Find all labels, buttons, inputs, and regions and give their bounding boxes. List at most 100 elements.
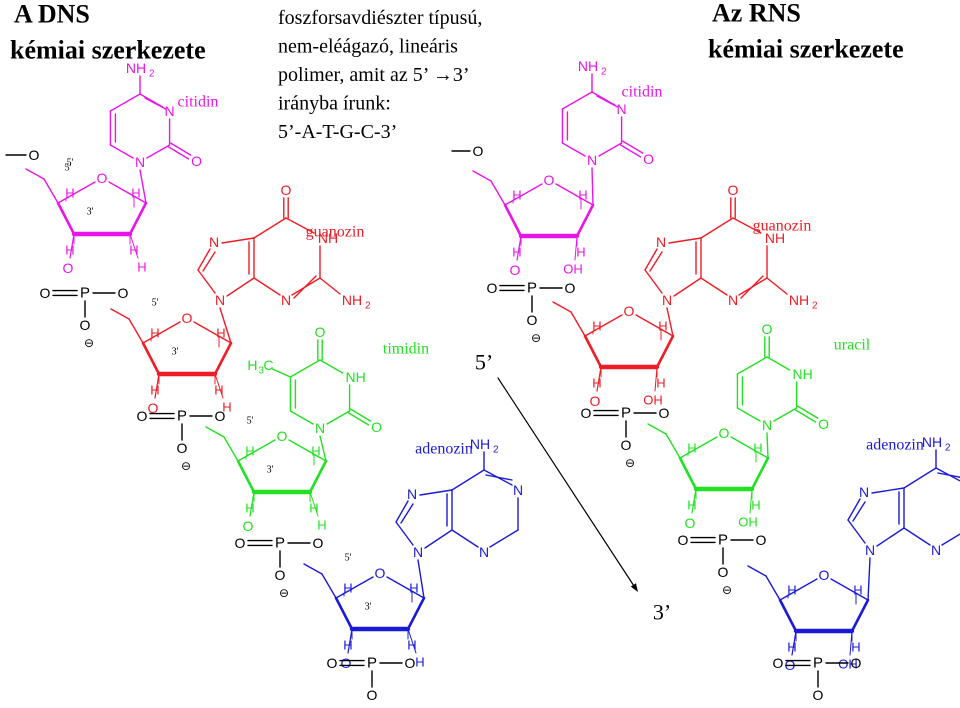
bond xyxy=(226,277,255,297)
methyl-c: C xyxy=(263,357,273,373)
bond xyxy=(876,527,905,547)
dns-title-line2: kémiai szerkezete xyxy=(10,36,206,65)
ring-oxygen: O xyxy=(97,170,108,186)
ester-oxygen: O xyxy=(756,532,767,548)
ester-oxygen: O xyxy=(565,280,576,296)
bond xyxy=(395,521,414,546)
c2-oxygen: O xyxy=(191,153,202,169)
bond xyxy=(219,307,232,344)
phosphorus: P xyxy=(80,285,90,302)
h4-atom: H xyxy=(150,326,159,341)
h2-atom: H xyxy=(214,383,223,398)
h2-atom: H xyxy=(751,498,760,513)
bond xyxy=(69,233,75,259)
ester-oxygen: O xyxy=(405,655,416,671)
h2-atom: H xyxy=(309,501,318,516)
double-bond-oxygen: O xyxy=(678,532,689,548)
n7-atom: N xyxy=(209,234,219,250)
bond xyxy=(596,366,602,392)
bond xyxy=(673,277,702,297)
bond xyxy=(424,529,453,549)
c6-oxygen: O xyxy=(728,182,739,198)
bond xyxy=(335,576,374,599)
h2-atom: H xyxy=(129,243,138,258)
ring-oxygen: O xyxy=(719,425,730,441)
n7-atom: N xyxy=(859,484,869,500)
bond xyxy=(561,142,586,157)
anion-oxygen: O xyxy=(80,317,91,333)
bond xyxy=(555,183,594,206)
oh-group: OH xyxy=(643,393,663,408)
anion-oxygen: O xyxy=(275,567,286,583)
ring-oxygen: O xyxy=(624,303,635,319)
negative-charge: ⊖ xyxy=(84,336,94,350)
bond xyxy=(249,491,255,517)
anion-oxygen: O xyxy=(621,437,632,453)
bond xyxy=(146,144,171,159)
bond xyxy=(691,488,697,514)
bond xyxy=(400,503,414,524)
direction-start-label: 5’ xyxy=(475,350,493,375)
n9-atom: N xyxy=(413,544,423,560)
bond xyxy=(575,203,595,238)
bond xyxy=(167,146,190,160)
anion-oxygen: O xyxy=(177,440,188,456)
dns-timidin-base-name: timidin xyxy=(383,341,429,358)
bond xyxy=(668,237,702,244)
double-bond-oxygen: O xyxy=(235,535,246,551)
h2-atom: H xyxy=(656,376,665,391)
bond xyxy=(584,314,623,337)
bond xyxy=(472,170,492,182)
h2-atom: H xyxy=(851,640,860,655)
h3-atom: H xyxy=(687,498,696,513)
h4-atom: H xyxy=(65,186,74,201)
bond xyxy=(142,321,181,344)
bond xyxy=(649,251,663,272)
bond xyxy=(583,334,603,369)
n3-atom: N xyxy=(479,544,489,560)
ring-oxygen: O xyxy=(277,428,288,444)
oh-group: OH xyxy=(563,262,583,277)
bond xyxy=(665,433,681,459)
description-line2: nem-eléágazó, lineáris xyxy=(278,36,458,58)
bond xyxy=(451,469,485,491)
bond xyxy=(110,308,130,320)
bond xyxy=(326,410,351,425)
bond xyxy=(419,489,453,496)
bond xyxy=(221,237,255,244)
h3-atom: H xyxy=(592,376,601,391)
bond xyxy=(847,519,866,544)
methyl-h: H xyxy=(247,357,257,373)
bond xyxy=(849,630,853,656)
h3-atom: H xyxy=(65,243,74,258)
bond xyxy=(779,578,818,601)
negative-charge: ⊖ xyxy=(371,706,381,708)
n1-atom: N xyxy=(513,482,523,498)
oh-group: OH xyxy=(738,515,758,530)
bond xyxy=(144,97,167,110)
c4-oxygen: O xyxy=(315,324,326,340)
bond xyxy=(128,318,144,344)
bond xyxy=(941,533,960,546)
amino-group: NH xyxy=(578,58,598,74)
bond xyxy=(654,366,658,392)
bond xyxy=(395,500,409,523)
h4-atom: H xyxy=(512,188,521,203)
n1h-group: NH xyxy=(318,230,338,246)
bond xyxy=(791,630,797,656)
bond xyxy=(417,559,425,599)
n1-atom: N xyxy=(762,417,772,433)
bond xyxy=(644,269,663,294)
ester-oxygen: O xyxy=(215,408,226,424)
description-line5: 5’-A-T-G-C-3’ xyxy=(278,121,397,143)
bond xyxy=(736,407,761,422)
bond xyxy=(202,251,216,272)
